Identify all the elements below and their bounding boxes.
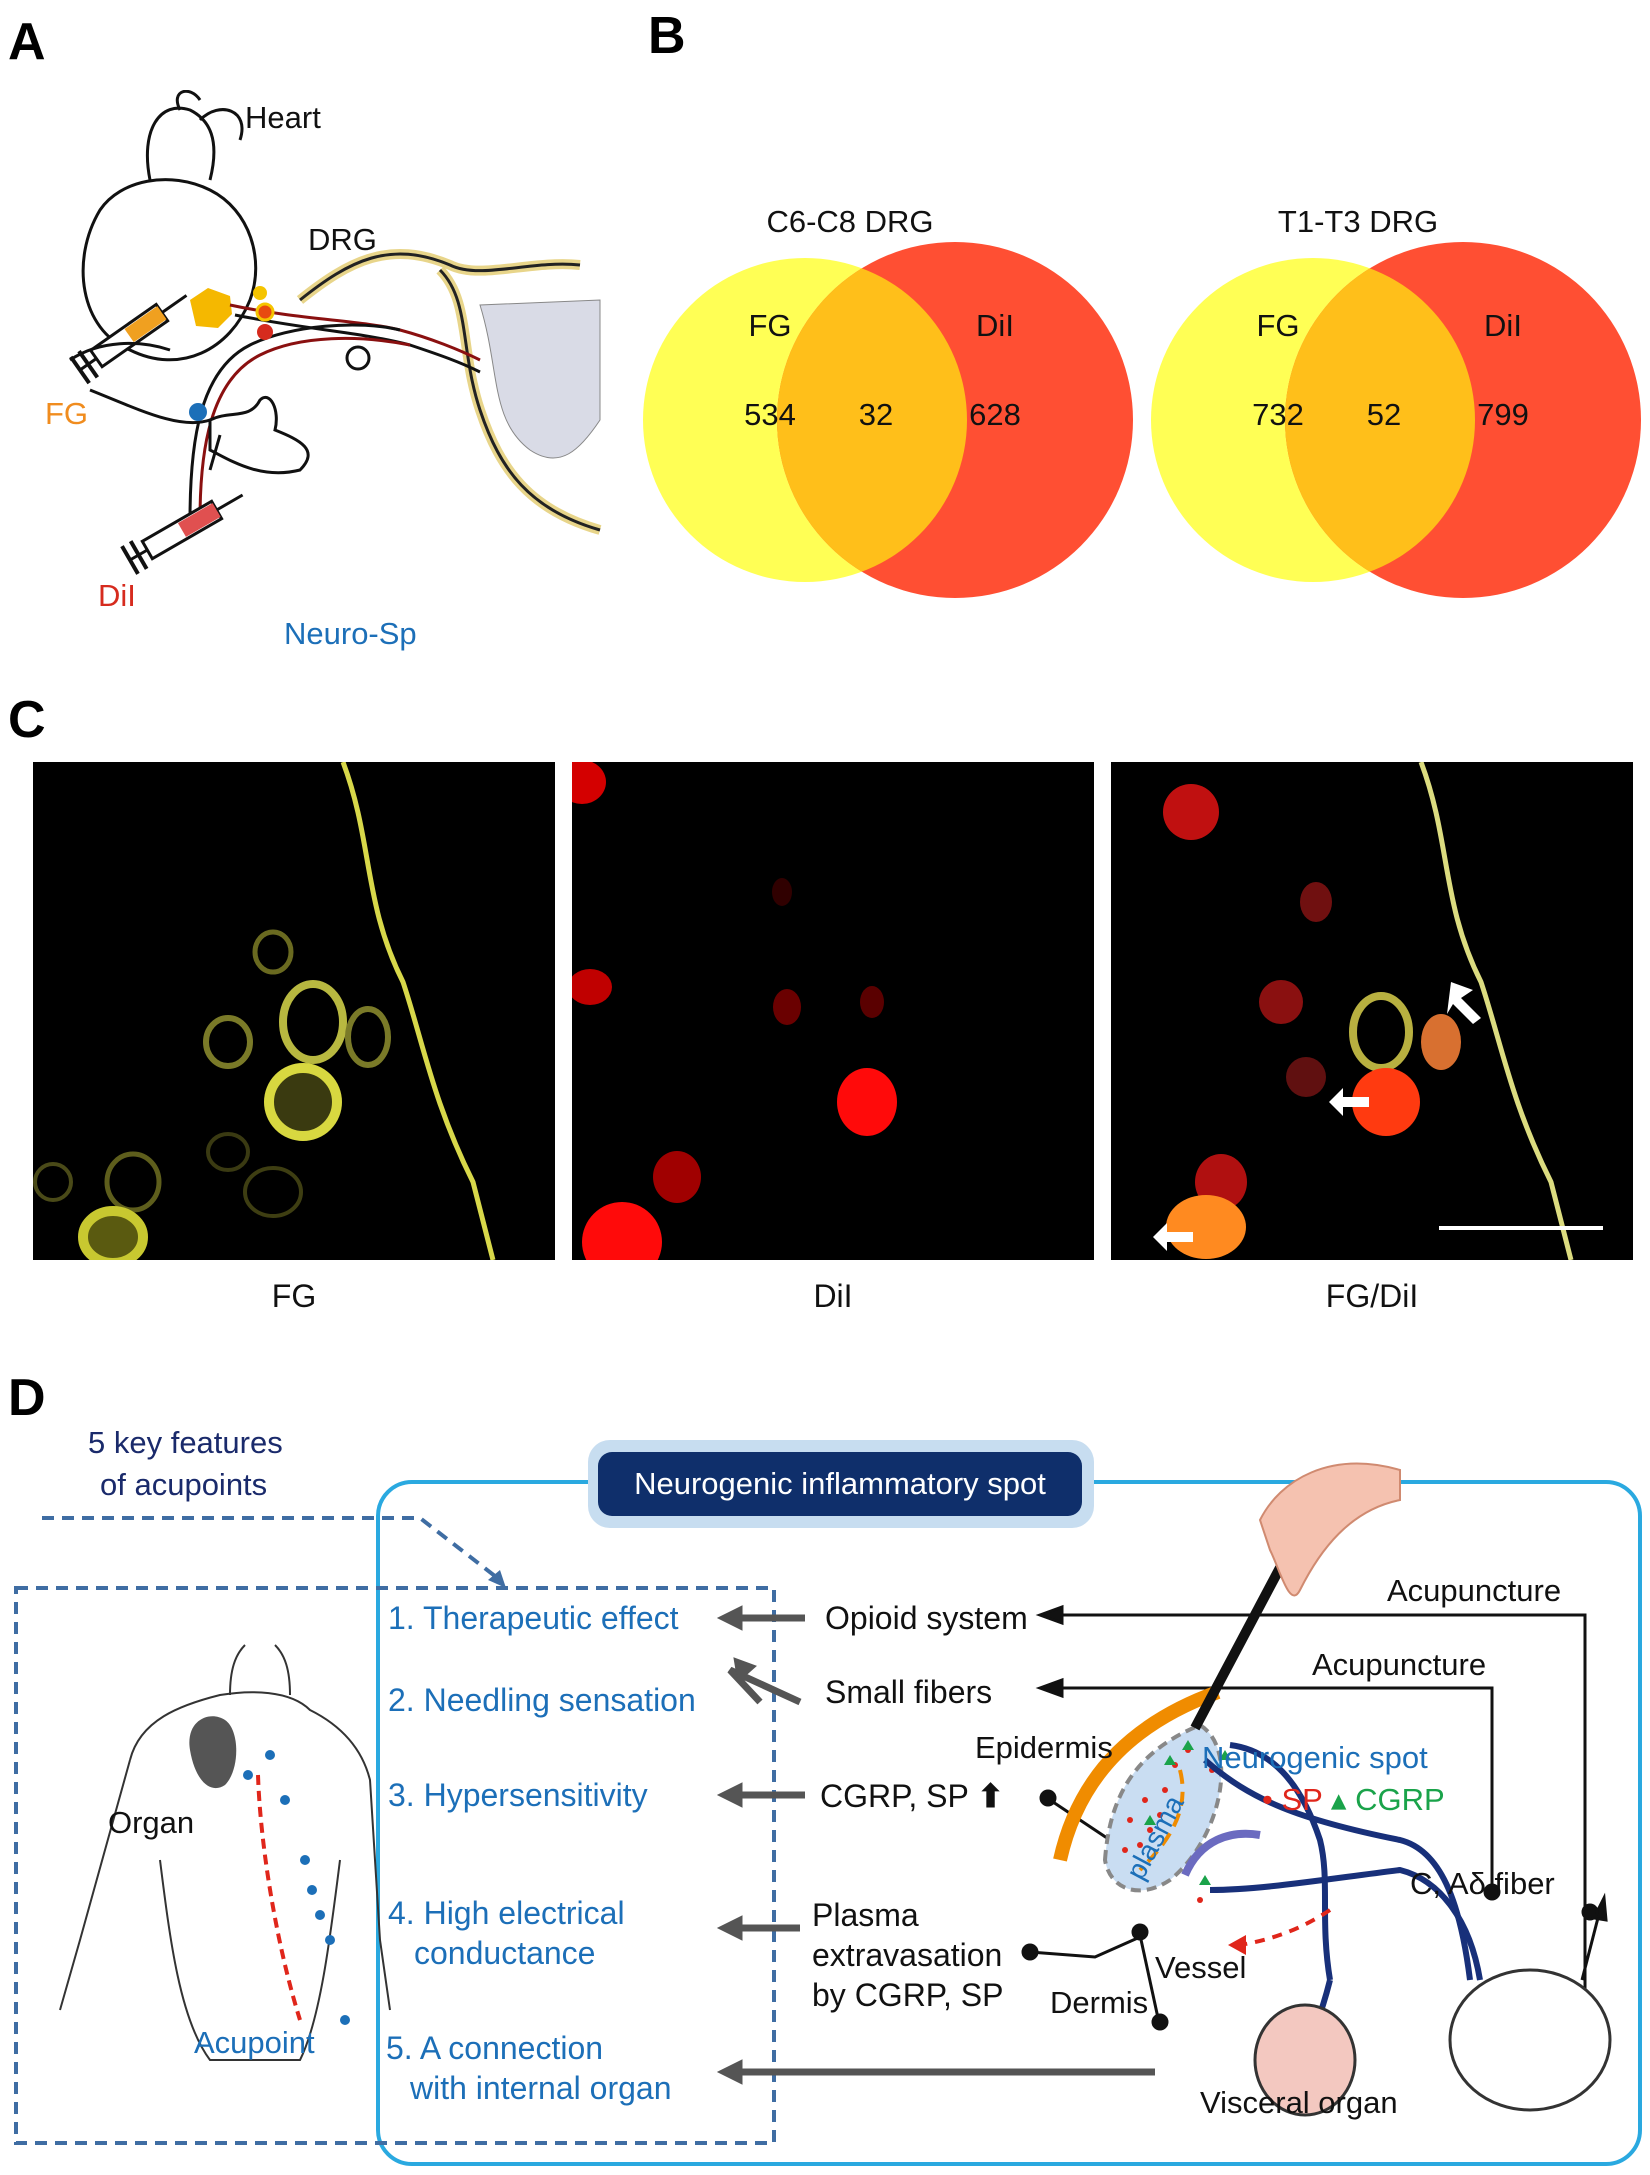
dil-label: DiI [98,578,136,613]
venn-dil-value: 628 [969,397,1021,432]
feature-4b: conductance [414,1935,596,1971]
caption-dil: DiI [813,1278,853,1314]
epidermis-label: Epidermis [975,1730,1113,1765]
plasma-line3: by CGRP, SP [812,1977,1004,2013]
vessel-line [1181,1829,1261,1877]
caption-merge: FG/DiI [1325,1278,1419,1314]
heart-organ-icon [189,1716,237,1789]
venn-set-fg-label: FG [1256,308,1299,343]
finger-icon [1258,1462,1401,1597]
venn-set-dil-label: DiI [1484,308,1522,343]
spinal-outline [299,252,581,302]
venn-set-fg-label: FG [748,308,791,343]
spinal-cord-edge [438,268,601,532]
feature-5a: 5. A connection [386,2030,604,2066]
key-features-line1: 5 key features [88,1425,283,1460]
venn-overlap [1285,258,1475,582]
panel-b-letter: B [648,7,686,65]
sp-legend: • SP ▴ CGRP [1262,1782,1445,1817]
up-arrow-icon: ⬆ [977,1778,1004,1814]
fiber-label: C, Aδ fiber [1410,1866,1555,1901]
panel-a-drawing [69,90,602,575]
drg-double-cell [255,302,275,322]
feature-4a: 4. High electrical [388,1895,625,1931]
drg-red-cell [257,324,273,340]
visceral-organ-label: Visceral organ [1200,2085,1398,2120]
neuro-sp-spot [189,403,207,421]
heart-sketch [81,90,258,362]
venn-diagrams: C6-C8 DRG FG DiI 534 32 628 T1-T3 DRG FG DiI 732 5… [643,204,1641,598]
key-features-line2: of acupoints [100,1467,268,1502]
drg-yellow-cell [253,286,267,300]
drg-label: DRG [308,222,377,257]
feature-3: 3. Hypersensitivity [388,1777,648,1813]
spinal-cross-section [1448,1968,1612,2112]
spinal-shading [479,299,601,459]
cgrp-sp: CGRP, SP ⬆ [820,1778,1004,1814]
venn-overlap-value: 32 [859,397,893,432]
spinal-terminal [345,345,371,371]
neurogenic-spot-label: Neurogenic spot [1202,1740,1428,1775]
panel-d-letter: D [8,1369,46,1427]
visceral-signal-arrow [1239,1908,1332,1947]
feature-2: 2. Needling sensation [388,1682,696,1718]
caption-fg: FG [271,1278,317,1314]
venn-fg-value: 534 [744,397,796,432]
venn-fg-value: 732 [1252,397,1304,432]
vessel-label: Vessel [1155,1950,1247,1985]
cgrp-triangles [1144,1740,1231,1885]
fg-label: FG [45,396,89,431]
small-fibers: Small fibers [825,1674,993,1710]
neuro-sp-label: Neuro-Sp [284,616,417,651]
opioid-system: Opioid system [825,1600,1028,1636]
epidermis-layer [1053,1685,1221,1862]
venn-overlap [777,258,967,582]
venn-overlap-value: 52 [1367,397,1401,432]
dil-nerve-2 [188,323,401,521]
fg-micrograph [33,762,555,1260]
acupoint-label: Acupoint [194,2025,315,2060]
fg-injection-spot [190,288,232,328]
acupuncture-label-1: Acupuncture [1387,1573,1562,1608]
plasma-line1: Plasma [812,1897,919,1933]
visceral-organ-sketch [1253,2003,1357,2117]
acupuncture-lines [1021,1604,1608,2081]
body-outline [59,1644,391,2061]
heart-label: Heart [245,100,321,135]
dil-micrograph [572,762,1094,1260]
acupuncture-label-2: Acupuncture [1312,1647,1487,1682]
organ-acupoint-link [256,1774,302,2021]
dil-syringe-icon [120,493,244,575]
organ-label: Organ [108,1805,195,1840]
panel-c-letter: C [8,691,46,749]
plasma-line2: extravasation [812,1937,1003,1973]
venn-dil-value: 799 [1477,397,1529,432]
grey-arrows [716,1605,1155,2085]
neuro-sp-arrow [208,434,222,471]
banner-title: Neurogenic inflammatory spot [598,1452,1082,1516]
dermis-label: Dermis [1050,1985,1149,2020]
feature-1: 1. Therapeutic effect [388,1600,679,1636]
panel-d-frame [14,1462,1642,2166]
fg-syringe-icon [69,294,188,385]
venn-title: T1-T3 DRG [1278,204,1438,239]
merge-micrograph [1111,762,1633,1260]
acupoint-dots [243,1750,350,2025]
venn-set-dil-label: DiI [976,308,1014,343]
feature-5b: with internal organ [410,2070,672,2106]
hand-sketch [69,342,310,475]
dil-nerve [198,336,411,521]
venn-title: C6-C8 DRG [766,204,933,239]
panel-a-letter: A [8,13,46,71]
